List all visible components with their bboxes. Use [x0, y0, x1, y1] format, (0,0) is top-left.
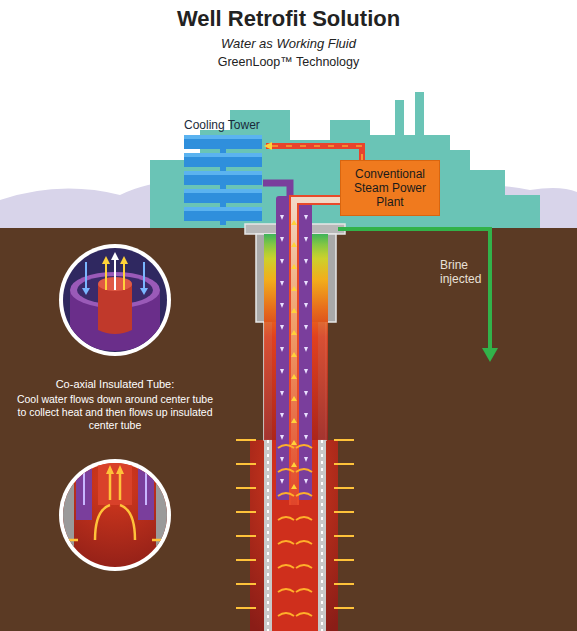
inset-heading: Co-axial Insulated Tube: — [15, 378, 215, 390]
diagram-title: Well Retrofit Solution — [0, 6, 577, 32]
subtitle: GreenLoop™ Technology — [0, 55, 577, 69]
node-heading: Cooling Tower — [180, 118, 270, 132]
tower-bars — [180, 135, 266, 227]
node-text: Conventional Steam Power Plant — [347, 167, 433, 209]
power-plant-box: Conventional Steam Power Plant — [340, 160, 440, 216]
inset-note: Cool water flows down around center tube… — [15, 393, 215, 432]
subtitle: Water as Working Fluid — [0, 36, 577, 51]
cooling-tower: Cooling Tower — [180, 118, 270, 227]
pipe-connector — [266, 146, 362, 160]
brine-label: Brine injected — [440, 258, 510, 286]
